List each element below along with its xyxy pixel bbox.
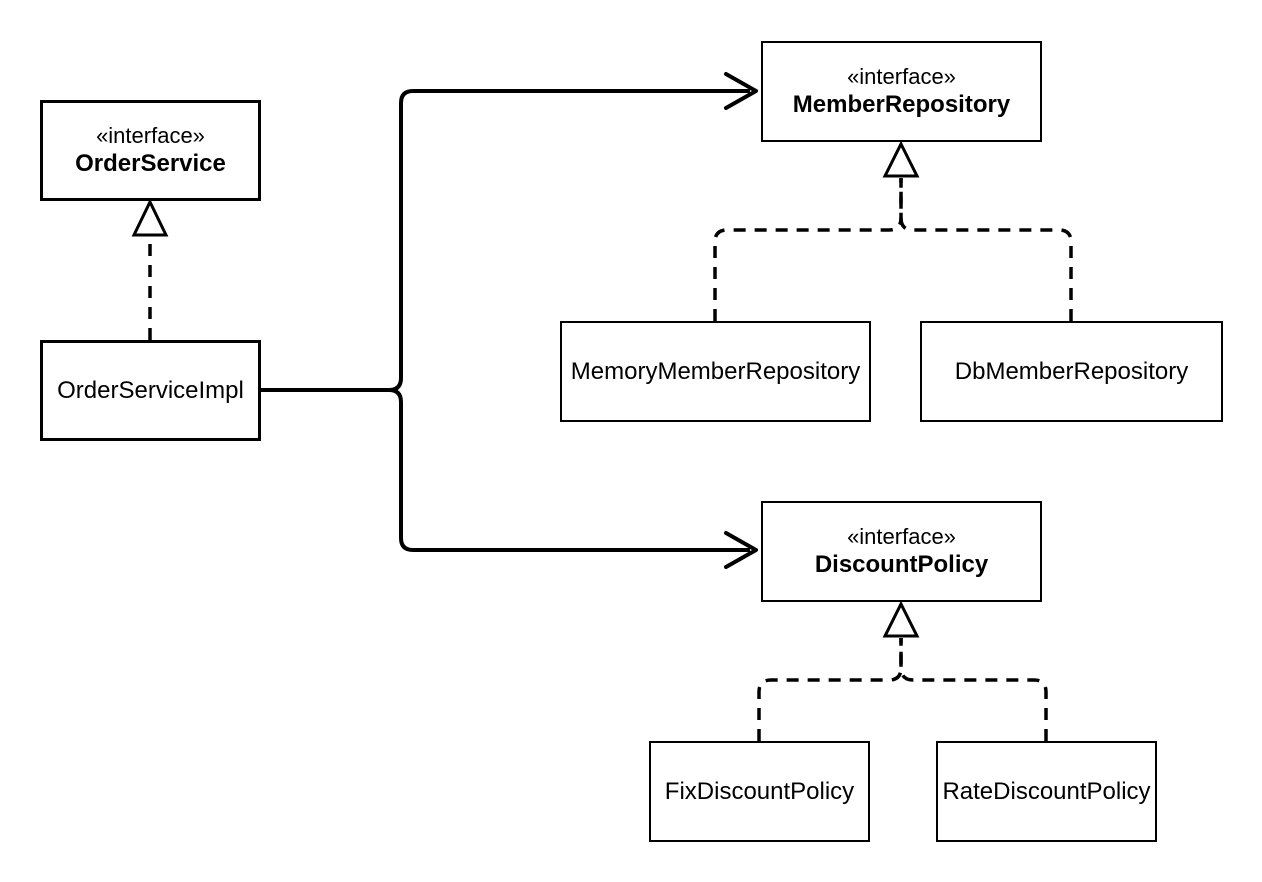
realization-edge-ratediscountpolicy-discountpolicy bbox=[899, 638, 1048, 741]
open-arrowhead-icon bbox=[724, 72, 758, 110]
class-name-label: FixDiscountPolicy bbox=[664, 777, 855, 805]
realization-edge-memorymemberrepository-memberrepository bbox=[713, 178, 903, 321]
class-name-label: OrderService bbox=[75, 150, 226, 178]
realization-edge-fixdiscountpolicy-discountpolicy bbox=[757, 638, 903, 741]
class-box-orderserviceimpl: OrderServiceImpl bbox=[40, 340, 261, 441]
hollow-triangle-arrowhead-icon bbox=[131, 198, 169, 237]
hollow-triangle-arrowhead-icon bbox=[882, 140, 920, 178]
class-box-ratediscountpolicy: RateDiscountPolicy bbox=[936, 741, 1157, 842]
class-box-memberrepository: «interface» MemberRepository bbox=[761, 41, 1042, 142]
stereotype-label: «interface» bbox=[847, 63, 956, 89]
class-name-label: OrderServiceImpl bbox=[57, 376, 244, 404]
dependency-edge-orderserviceimpl-discountpolicy bbox=[260, 388, 750, 552]
class-box-orderservice: «interface» OrderService bbox=[40, 100, 261, 201]
class-name-label: MemoryMemberRepository bbox=[570, 357, 861, 385]
open-arrowhead-icon bbox=[724, 531, 758, 569]
class-name-label: DiscountPolicy bbox=[814, 551, 989, 579]
realization-edge-dbmemberrepository-memberrepository bbox=[899, 178, 1073, 321]
stereotype-label: «interface» bbox=[96, 122, 205, 148]
class-name-label: DbMemberRepository bbox=[954, 357, 1189, 385]
class-name-label: MemberRepository bbox=[792, 91, 1011, 119]
class-box-dbmemberrepository: DbMemberRepository bbox=[920, 321, 1223, 422]
class-box-discountpolicy: «interface» DiscountPolicy bbox=[761, 501, 1042, 602]
stereotype-label: «interface» bbox=[847, 523, 956, 549]
class-name-label: RateDiscountPolicy bbox=[942, 777, 1151, 805]
class-box-fixdiscountpolicy: FixDiscountPolicy bbox=[649, 741, 870, 842]
hollow-triangle-arrowhead-icon bbox=[882, 600, 920, 638]
class-box-memorymemberrepository: MemoryMemberRepository bbox=[560, 321, 871, 422]
